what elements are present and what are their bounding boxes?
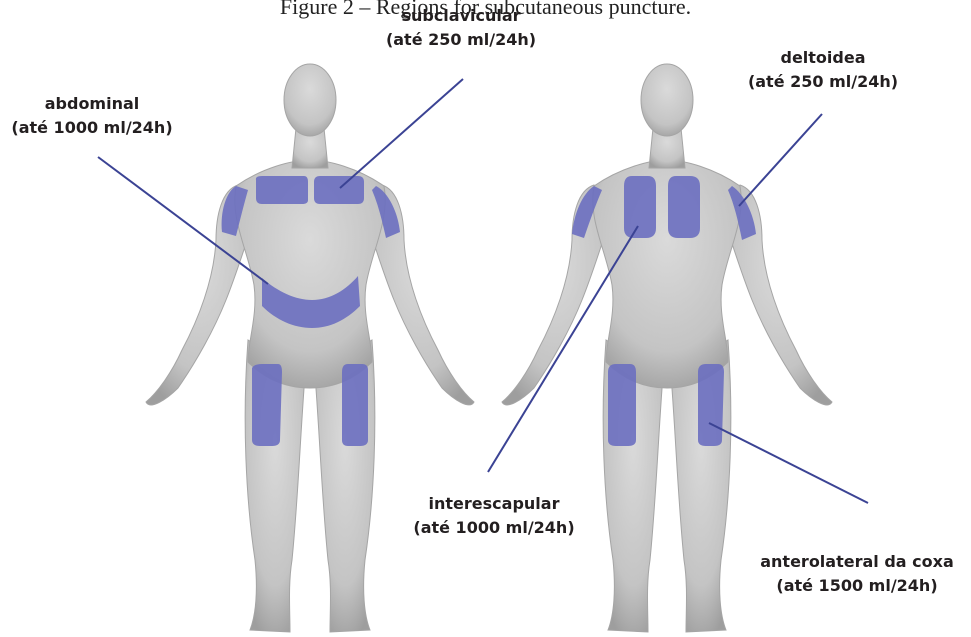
label-interescapular-volume: (até 1000 ml/24h) — [404, 516, 584, 540]
label-deltoidea-volume: (até 250 ml/24h) — [738, 70, 908, 94]
back-head — [641, 64, 693, 136]
label-subclavicular-name: subclavicular — [372, 4, 550, 28]
label-subclavicular-volume: (até 250 ml/24h) — [372, 28, 550, 52]
label-abdominal-volume: (até 1000 ml/24h) — [2, 116, 182, 140]
region-interscapular-right — [668, 176, 700, 238]
label-deltoidea: deltoidea (até 250 ml/24h) — [738, 46, 908, 94]
label-interescapular-name: interescapular — [404, 492, 584, 516]
leader-deltoidea — [739, 114, 822, 206]
region-thigh-front-left — [252, 364, 282, 446]
back-body-figure — [502, 64, 832, 632]
label-subclavicular: subclavicular (até 250 ml/24h) — [372, 4, 550, 52]
back-left-arm — [502, 185, 608, 405]
region-thigh-front-right — [342, 364, 368, 446]
label-abdominal: abdominal (até 1000 ml/24h) — [2, 92, 182, 140]
label-abdominal-name: abdominal — [2, 92, 182, 116]
label-deltoidea-name: deltoidea — [738, 46, 908, 70]
region-subclavicular-left — [256, 176, 308, 204]
back-torso — [593, 160, 741, 388]
region-subclavicular-right — [314, 176, 364, 204]
label-interescapular: interescapular (até 1000 ml/24h) — [404, 492, 584, 540]
front-head — [284, 64, 336, 136]
leader-anterolateral — [709, 423, 868, 503]
label-anterolateral: anterolateral da coxa (até 1500 ml/24h) — [748, 550, 966, 598]
region-thigh-back-left — [608, 364, 636, 446]
leader-subclavicular — [340, 79, 463, 188]
region-thigh-back-right — [698, 364, 724, 446]
label-anterolateral-volume: (até 1500 ml/24h) — [748, 574, 966, 598]
label-anterolateral-name: anterolateral da coxa — [748, 550, 966, 574]
front-body-figure — [146, 64, 474, 632]
region-interscapular-left — [624, 176, 656, 238]
